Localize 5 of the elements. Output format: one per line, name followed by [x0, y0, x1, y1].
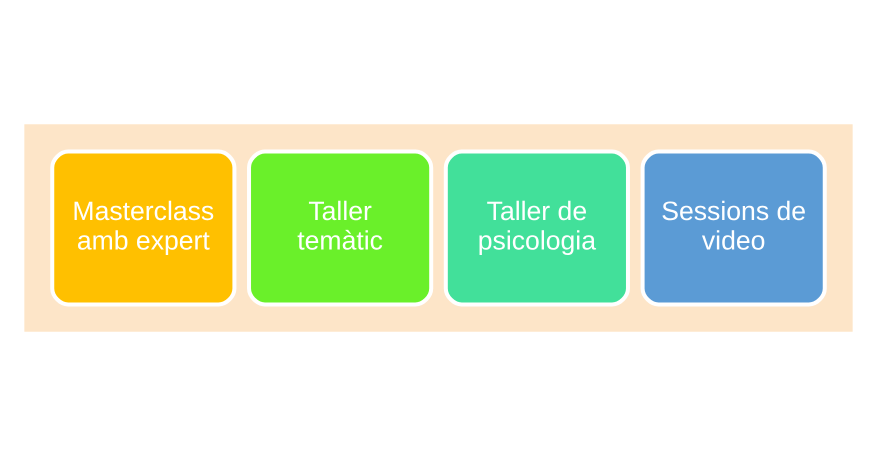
- cluster: [24, 124, 853, 332]
- node-box: Sessions de video: [640, 150, 827, 306]
- node-box: Taller temàtic: [247, 150, 434, 306]
- node-box: Taller de psicologia: [444, 150, 630, 306]
- node-box: Masterclass amb expert: [50, 150, 236, 306]
